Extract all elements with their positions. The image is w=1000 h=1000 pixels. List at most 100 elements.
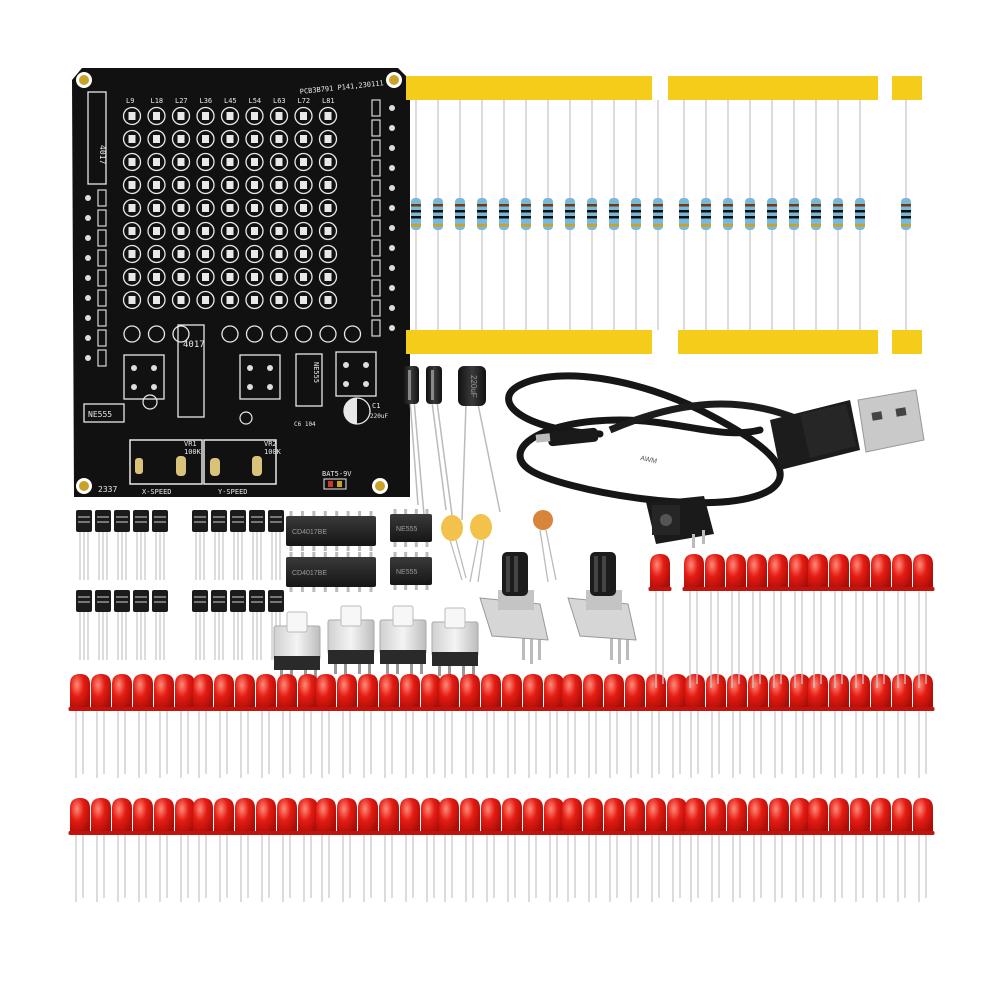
pcb-resistor-footprint	[97, 209, 107, 227]
red-led	[911, 674, 935, 778]
resistor	[565, 100, 575, 330]
pcb-led-column-label: L45	[224, 97, 237, 105]
tact-switch	[273, 611, 321, 680]
red-led	[233, 798, 257, 902]
potentiometer-1	[479, 552, 549, 664]
pcb-led-footprint	[245, 175, 264, 195]
red-led	[68, 798, 92, 902]
red-led	[911, 798, 935, 902]
pcb-resistor-footprint	[97, 189, 107, 207]
pcb-led-footprint	[294, 198, 313, 218]
resistor	[745, 100, 755, 330]
resistor	[455, 100, 465, 330]
pcb-led-column-label: L9	[126, 97, 134, 105]
red-led	[827, 554, 851, 688]
resistor	[789, 100, 799, 330]
resistor	[411, 100, 421, 330]
resistor	[587, 100, 597, 330]
pcb-led-footprint	[122, 244, 142, 264]
red-led	[806, 798, 830, 902]
red-led	[437, 674, 461, 778]
red-led	[806, 674, 830, 778]
red-led	[254, 674, 278, 778]
red-led	[644, 674, 668, 778]
pcb-led-footprint	[245, 290, 264, 310]
red-led	[767, 798, 791, 902]
red-led	[542, 674, 566, 778]
red-led	[314, 798, 338, 902]
pcb-led-footprint	[196, 290, 215, 310]
pcb-led-footprint	[294, 267, 313, 287]
transistor	[211, 590, 227, 660]
red-led	[296, 798, 320, 902]
tact-switch	[327, 605, 375, 674]
pcb-led-footprint	[269, 290, 289, 310]
pcb-led-footprint	[318, 244, 338, 264]
transistor	[133, 510, 149, 580]
pcb-led-footprint	[221, 325, 239, 343]
red-led	[275, 674, 299, 778]
red-led	[560, 798, 584, 902]
resistor	[433, 100, 443, 330]
dc-power-jack	[646, 496, 714, 548]
red-led	[398, 798, 422, 902]
pcb-resistor-footprint	[371, 99, 381, 117]
pcb-cap-c6-label: C6 104	[294, 421, 316, 428]
red-led	[89, 674, 113, 778]
pcb-led-footprint	[171, 290, 191, 310]
red-led	[152, 798, 176, 902]
red-led	[787, 554, 811, 688]
red-led	[233, 674, 257, 778]
red-led	[767, 674, 791, 778]
ceramic-capacitors	[441, 510, 557, 583]
pcb-led-footprint	[147, 106, 166, 126]
pcb-resistor-footprint	[371, 119, 381, 137]
resistor	[499, 100, 509, 330]
pcb-led-footprint	[147, 129, 166, 149]
pcb-led-footprint	[318, 198, 338, 218]
red-led	[725, 674, 749, 778]
red-led	[704, 674, 728, 778]
pcb-resistor-footprint	[371, 259, 381, 277]
pcb-pot-vr1: VR1 100K	[129, 439, 203, 485]
pcb-resistor-footprint	[97, 349, 107, 367]
pcb-led-footprint	[172, 325, 190, 343]
pcb-led-footprint	[318, 106, 338, 126]
red-led	[437, 798, 461, 902]
pcb-resistor-footprint	[371, 139, 381, 157]
resistor	[767, 100, 777, 330]
red-led	[500, 674, 524, 778]
red-led	[848, 798, 872, 902]
pcb-led-footprint	[269, 152, 289, 172]
pcb-led-column-label: L18	[151, 97, 164, 105]
pcb-socket-mid	[239, 354, 281, 400]
pcb-led-footprint	[196, 198, 215, 218]
transistor	[268, 510, 284, 580]
red-led	[890, 554, 914, 688]
pcb-pot-vr2-value: 100K	[264, 448, 282, 456]
pcb-led-footprint	[171, 244, 191, 264]
pcb-resistor-footprint	[371, 199, 381, 217]
pcb-led-footprint	[147, 198, 166, 218]
red-led	[212, 674, 236, 778]
pcb-led-footprint	[269, 267, 289, 287]
red-led	[542, 798, 566, 902]
red-led	[766, 554, 790, 688]
pcb-led-footprint	[269, 244, 289, 264]
pcb-led-footprint	[122, 198, 142, 218]
pcb-led-footprint	[318, 221, 338, 241]
pcb-led-footprint	[220, 267, 240, 287]
pcb-led-footprint	[245, 325, 264, 343]
pcb-led-matrix	[122, 106, 362, 343]
transistor	[192, 590, 208, 660]
loose-led-array	[68, 554, 935, 902]
pcb-socket-right	[335, 351, 377, 397]
red-led	[602, 798, 626, 902]
pcb-led-footprint	[220, 290, 240, 310]
red-led	[275, 798, 299, 902]
red-led	[724, 554, 748, 688]
pcb-led-footprint	[171, 152, 191, 172]
pcb-power-label: BAT5-9V	[322, 470, 352, 478]
